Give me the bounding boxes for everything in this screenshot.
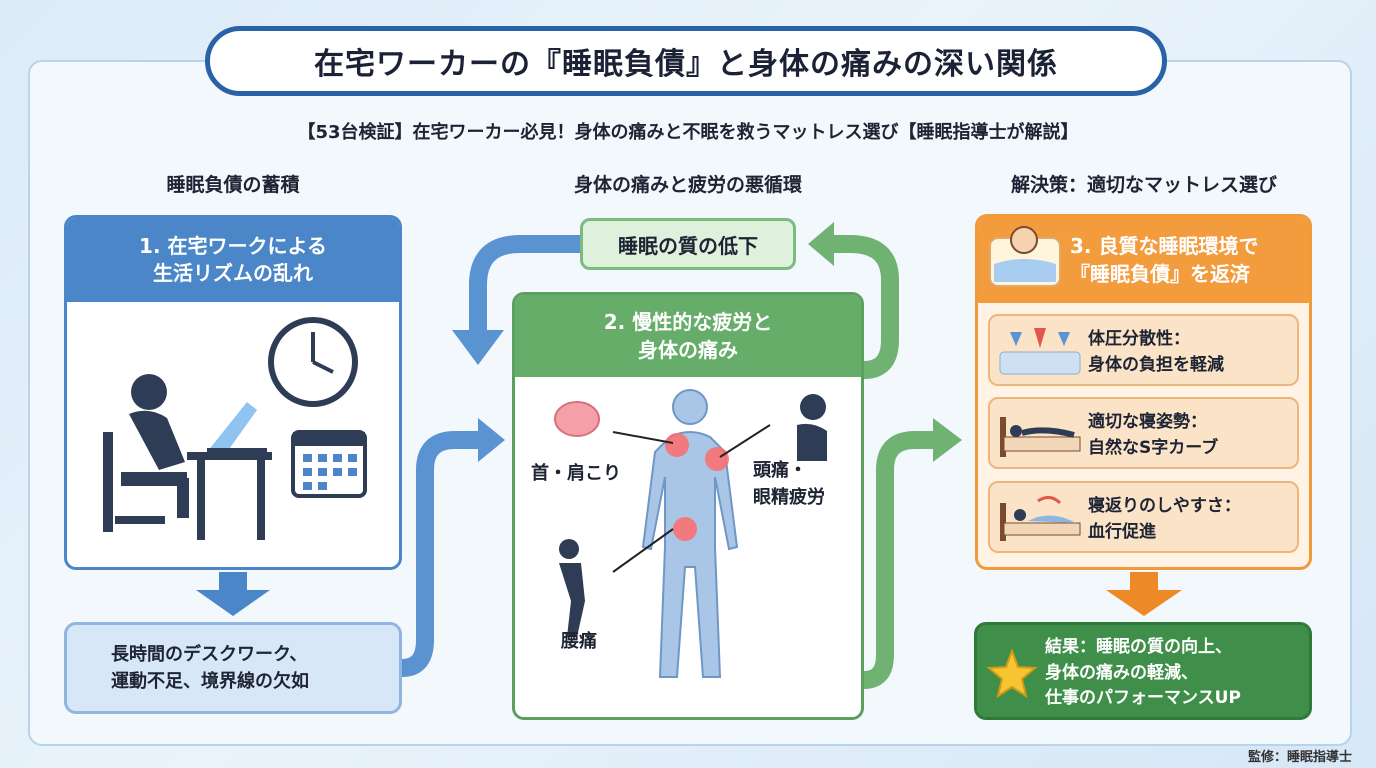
arrow-sleep-to-card2 bbox=[469, 235, 580, 332]
step1-title-line2: 生活リズムの乱れ bbox=[153, 261, 313, 285]
desk-work-illustration bbox=[103, 317, 367, 540]
column-heading-center: 身体の痛みと疲労の悪循環 bbox=[573, 174, 802, 196]
clock-icon bbox=[268, 317, 358, 407]
human-body-icon bbox=[641, 389, 739, 678]
arrow-card2-to-sleep bbox=[832, 235, 899, 379]
arrow-desk-to-cycle bbox=[393, 431, 489, 677]
person-at-desk-icon bbox=[103, 374, 272, 540]
supervisor-credit: 監修：睡眠指導士 bbox=[1247, 750, 1352, 765]
pain-spot-neck bbox=[665, 433, 729, 541]
page-title: 在宅ワーカーの『睡眠負債』と身体の痛みの深い関係 bbox=[205, 26, 1167, 96]
pressure-dispersion-icon bbox=[999, 328, 1081, 375]
result-line2: 身体の痛みの軽減、 bbox=[1045, 662, 1198, 683]
desk-detail-line1: 長時間のデスクワーク、 bbox=[111, 644, 308, 665]
column-heading-right: 解決策：適切なマットレス選び bbox=[1010, 174, 1277, 196]
turning-over-icon bbox=[1000, 496, 1081, 541]
feature-posture-text: 適切な寝姿勢： 自然なS字カーブ bbox=[1088, 409, 1218, 462]
result-text: 結果：睡眠の質の向上、 身体の痛みの軽減、 仕事のパフォーマンスUP bbox=[1045, 635, 1241, 712]
feature-posture-line2: 自然なS字カーブ bbox=[1088, 438, 1219, 459]
calendar-icon bbox=[291, 430, 367, 498]
arrow-card3-down-shaft bbox=[1130, 572, 1158, 592]
feature-posture-line1: 適切な寝姿勢： bbox=[1088, 412, 1207, 432]
result-box: 結果：睡眠の質の向上、 身体の痛みの軽減、 仕事のパフォーマンスUP bbox=[974, 622, 1312, 720]
feature-turning-line2: 血行促進 bbox=[1088, 522, 1156, 543]
step2-title-line2: 身体の痛み bbox=[638, 338, 738, 362]
laptop-icon bbox=[207, 402, 267, 454]
feature-turning-line1: 寝返りのしやすさ： bbox=[1088, 496, 1241, 516]
feature-pressure-line1: 体圧分散性： bbox=[1088, 329, 1190, 349]
headache-person-icon bbox=[719, 394, 827, 461]
pain-label-lower-back: 腰痛 bbox=[561, 631, 597, 652]
sleeping-posture-icon bbox=[1000, 417, 1081, 457]
step1-title-line1: 1. 在宅ワークによる bbox=[139, 234, 327, 258]
column-heading-left: 睡眠負債の蓄積 bbox=[166, 174, 300, 196]
brain-icon bbox=[554, 401, 674, 444]
feature-turning-over: 寝返りのしやすさ： 血行促進 bbox=[988, 481, 1299, 553]
arrow-card2-to-card3 bbox=[863, 431, 935, 689]
body-pain-illustration bbox=[554, 389, 827, 678]
feature-pressure-text: 体圧分散性： 身体の負担を軽減 bbox=[1088, 326, 1224, 379]
step3-title-line1: 3. 良質な睡眠環境で bbox=[1070, 234, 1259, 258]
step1-card: 1. 在宅ワークによる 生活リズムの乱れ bbox=[64, 215, 402, 570]
result-line1: 結果：睡眠の質の向上、 bbox=[1045, 637, 1232, 657]
pain-label-headache: 頭痛・ 眼精疲労 bbox=[753, 457, 825, 511]
step2-title-line1: 2. 慢性的な疲労と bbox=[603, 310, 773, 334]
back-pain-person-icon bbox=[559, 528, 674, 637]
result-line3: 仕事のパフォーマンスUP bbox=[1045, 688, 1241, 708]
desk-work-detail-box: 長時間のデスクワーク、 運動不足、境界線の欠如 bbox=[64, 622, 402, 714]
feature-pressure-line2: 身体の負担を軽減 bbox=[1088, 355, 1224, 376]
arrow-card1-down-shaft bbox=[219, 572, 247, 592]
step2-card: 2. 慢性的な疲労と 身体の痛み 首・肩こり 頭痛・ 眼精疲労 bbox=[512, 292, 864, 720]
step2-header: 2. 慢性的な疲労と 身体の痛み bbox=[515, 295, 861, 377]
arrow-head-green-left bbox=[808, 222, 834, 266]
arrow-head-green-right bbox=[933, 418, 962, 462]
arrow-card3-down-head bbox=[1106, 590, 1182, 616]
arrow-head-blue-right bbox=[478, 418, 505, 462]
subtitle: 【53台検証】在宅ワーカー必見！身体の痛みと不眠を救うマットレス選び【睡眠指導士… bbox=[297, 122, 1079, 143]
pain-label-headache-line2: 眼精疲労 bbox=[753, 487, 825, 508]
feature-pressure-dispersion: 体圧分散性： 身体の負担を軽減 bbox=[988, 314, 1299, 386]
sleep-quality-drop-box: 睡眠の質の低下 bbox=[580, 218, 796, 270]
desk-detail-line2: 運動不足、境界線の欠如 bbox=[111, 671, 309, 692]
feature-turning-text: 寝返りのしやすさ： 血行促進 bbox=[1088, 493, 1241, 546]
step3-title-line2: 『睡眠負債』を返済 bbox=[1070, 262, 1250, 286]
pain-label-neck-shoulder: 首・肩こり bbox=[531, 463, 621, 484]
pain-label-headache-line1: 頭痛・ bbox=[753, 460, 807, 481]
arrow-head-blue-down bbox=[452, 330, 504, 365]
sleeping-person-icon bbox=[989, 226, 1061, 287]
step1-header: 1. 在宅ワークによる 生活リズムの乱れ bbox=[67, 218, 399, 302]
arrow-card1-down-head bbox=[196, 590, 270, 616]
star-icon bbox=[987, 649, 1037, 699]
feature-sleeping-posture: 適切な寝姿勢： 自然なS字カーブ bbox=[988, 397, 1299, 469]
